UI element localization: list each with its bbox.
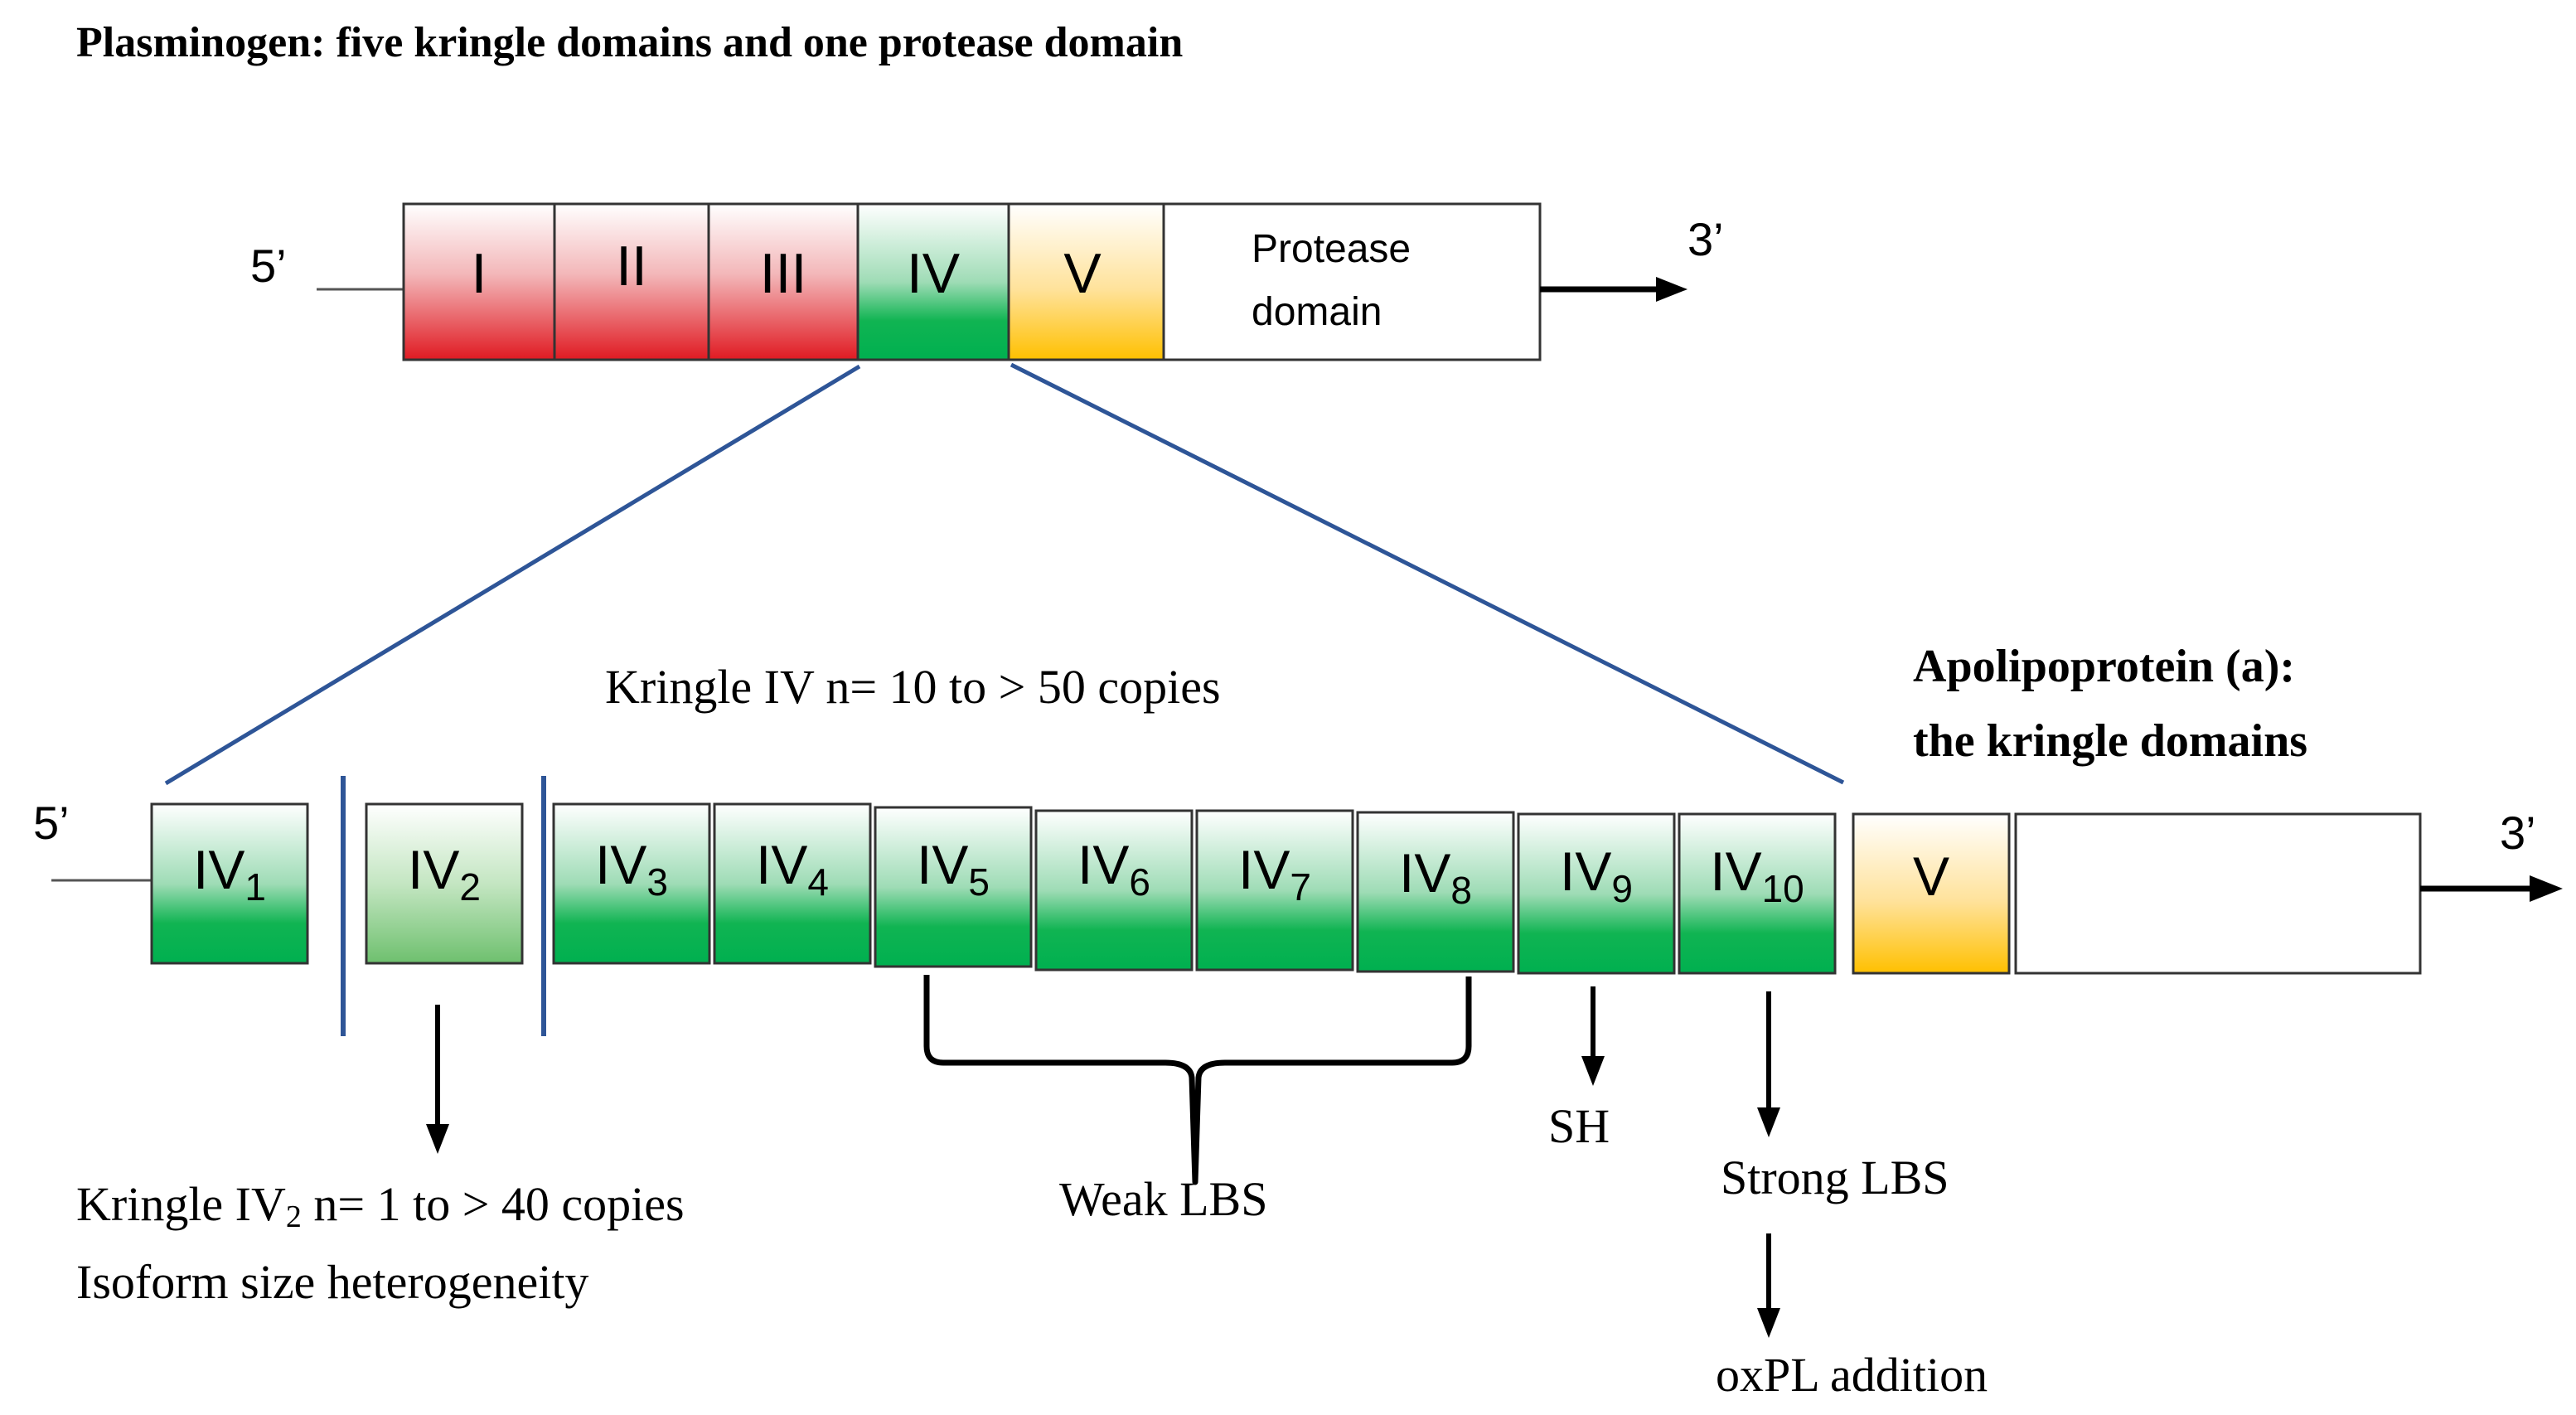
svg-text:IV6: IV6	[1077, 834, 1150, 904]
svg-text:IV8: IV8	[1399, 842, 1472, 912]
protease-domain: Protease domain	[1162, 202, 1542, 361]
kringle-label: IV	[1710, 841, 1761, 902]
strong-lbs-label: Strong LBS	[1721, 1151, 1949, 1204]
kringle-v-label: V	[1913, 846, 1949, 907]
iv2-arrow-head	[426, 1124, 449, 1154]
sh-label: SH	[1548, 1099, 1610, 1153]
domain-label-iii: III	[760, 242, 807, 305]
oxpl-label: oxPL addition	[1716, 1348, 1988, 1402]
domain-label-ii: II	[616, 235, 647, 298]
isoform-heterogeneity-label: Isoform size heterogeneity	[76, 1255, 588, 1309]
plasminogen-domain-ii: II	[553, 202, 710, 361]
kringle-iv-9: IV9	[1517, 812, 1676, 975]
kringle-iv-7: IV7	[1195, 809, 1354, 972]
plasminogen-3-prime: 3’	[1687, 213, 1724, 265]
kringle-subscript: 9	[1611, 867, 1633, 910]
apoa-arrow-head	[2530, 875, 2563, 902]
kringle-iv-2: IV2	[365, 802, 524, 965]
sh-arrow-head	[1581, 1056, 1605, 1086]
svg-text:IV4: IV4	[756, 834, 829, 904]
kringle-label: IV	[756, 834, 807, 895]
svg-text:IV3: IV3	[595, 834, 668, 904]
kringle-label: IV	[1238, 839, 1290, 900]
kringle-subscript: 7	[1290, 865, 1311, 909]
apoa-title-line2: the kringle domains	[1913, 715, 2307, 767]
weak-lbs-bracket	[923, 975, 1472, 1185]
kringle-label: IV	[193, 839, 245, 900]
apoa-title-line1: Apolipoprotein (a):	[1913, 641, 2295, 692]
weak-lbs-label: Weak LBS	[1059, 1172, 1267, 1226]
kringle-v: V	[1852, 812, 2011, 975]
kringle-subscript: 2	[459, 865, 481, 909]
kringle-iv-8: IV8	[1356, 811, 1515, 973]
svg-text:IV7: IV7	[1238, 839, 1311, 909]
kringle-iv-4: IV4	[713, 802, 872, 965]
svg-text:IV2: IV2	[408, 839, 481, 909]
domain-label-v: V	[1063, 242, 1102, 305]
domain-label-iv: IV	[907, 242, 961, 305]
iv2-copies-label: Kringle IV2 n= 1 to > 40 copies	[76, 1177, 685, 1234]
plasminogen-domain-v: V	[1007, 202, 1165, 361]
kringle-iv-5: IV5	[874, 806, 1033, 968]
apoa-5-prime: 5’	[33, 797, 70, 849]
kringle-subscript: 3	[646, 860, 668, 904]
plasminogen-arrow-head	[1656, 277, 1687, 302]
kringle-subscript: 10	[1762, 867, 1804, 910]
kringle-subscript: 6	[1129, 860, 1150, 904]
expansion-line-right	[1010, 362, 1845, 785]
oxpl-arrow-head	[1757, 1308, 1780, 1338]
strong-lbs-arrow-head	[1757, 1107, 1780, 1137]
kringle-label: IV	[917, 834, 968, 895]
kringle-label: IV	[595, 834, 646, 895]
apoa-protease-domain	[2014, 812, 2422, 975]
plasminogen-domain-iv: IV	[856, 202, 1010, 361]
domain-label-i: I	[472, 242, 487, 305]
svg-text:IV9: IV9	[1560, 841, 1633, 910]
protease-label-line2: domain	[1252, 290, 1382, 334]
kringle-label: IV	[1560, 841, 1611, 902]
expansion-line-left	[164, 364, 861, 786]
plasminogen-domain-iii: III	[707, 202, 859, 361]
apoa-3-prime: 3’	[2500, 807, 2536, 859]
kringle-subscript: 1	[245, 865, 266, 909]
apoa-row: 5’ IV1 IV2 IV3 IV4	[33, 776, 2563, 1036]
kringle-iv-6: IV6	[1034, 809, 1194, 972]
protease-label-line1: Protease	[1252, 227, 1411, 271]
kringle-label: IV	[1077, 834, 1129, 895]
svg-text:IV10: IV10	[1710, 841, 1804, 910]
kringle-label: IV	[1399, 842, 1450, 904]
kringle-subscript: 5	[968, 860, 990, 904]
kringle-subscript: 8	[1450, 869, 1472, 912]
kringle-iv-copies-label: Kringle IV n= 10 to > 50 copies	[605, 660, 1221, 714]
diagram-title: Plasminogen: five kringle domains and on…	[76, 19, 1183, 66]
kringle-label: IV	[408, 839, 459, 900]
kringle-iv-10: IV10	[1678, 812, 1837, 975]
kringle-iv-3: IV3	[552, 802, 711, 965]
plasminogen-domain-i: I	[402, 202, 556, 361]
kringle-iv-1: IV1	[150, 802, 309, 965]
plasminogen-row: 5’ I II III IV V Protease domain 3’	[250, 202, 1724, 361]
svg-text:IV5: IV5	[917, 834, 990, 904]
kringle-subscript: 4	[807, 860, 829, 904]
svg-text:IV1: IV1	[193, 839, 266, 909]
plasminogen-5-prime: 5’	[250, 240, 287, 292]
